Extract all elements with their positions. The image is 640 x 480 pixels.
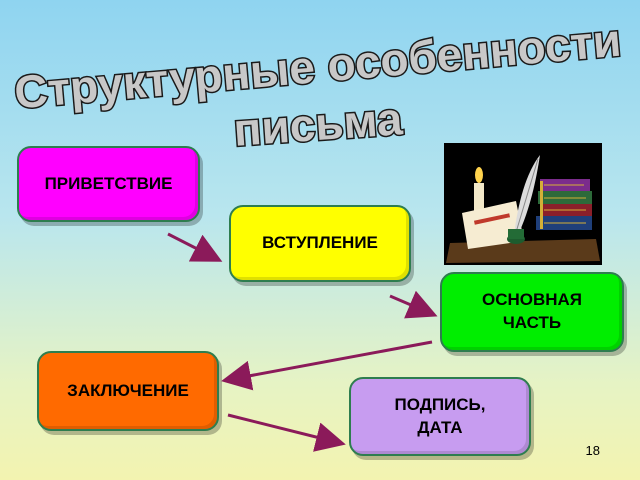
step-conclusion-label: ЗАКЛЮЧЕНИЕ — [67, 380, 189, 400]
title-line-2: письма — [232, 92, 405, 150]
step-main-part: ОСНОВНАЯ ЧАСТЬ — [440, 272, 624, 352]
step-conclusion: ЗАКЛЮЧЕНИЕ — [37, 351, 219, 431]
step-main-part-label: ОСНОВНАЯ ЧАСТЬ — [481, 290, 583, 332]
step-signature-date-label: ПОДПИСЬ, ДАТА — [394, 394, 486, 437]
slide-title: Структурные особенности письма — [11, 12, 625, 150]
step-introduction: ВСТУПЛЕНИЕ — [229, 205, 411, 282]
step-introduction-label: ВСТУПЛЕНИЕ — [262, 233, 378, 253]
step-greeting-label: ПРИВЕТСТВИЕ — [44, 173, 173, 193]
step-greeting: ПРИВЕТСТВИЕ — [17, 146, 200, 222]
step-signature-date: ПОДПИСЬ, ДАТА — [349, 377, 531, 456]
books-quill-candle-icon — [444, 143, 602, 265]
arrow-2 — [389, 290, 438, 319]
arrow-3 — [221, 340, 433, 391]
arrow-4 — [227, 413, 346, 452]
arrow-1 — [167, 232, 223, 262]
slide-number: 18 — [585, 443, 600, 458]
